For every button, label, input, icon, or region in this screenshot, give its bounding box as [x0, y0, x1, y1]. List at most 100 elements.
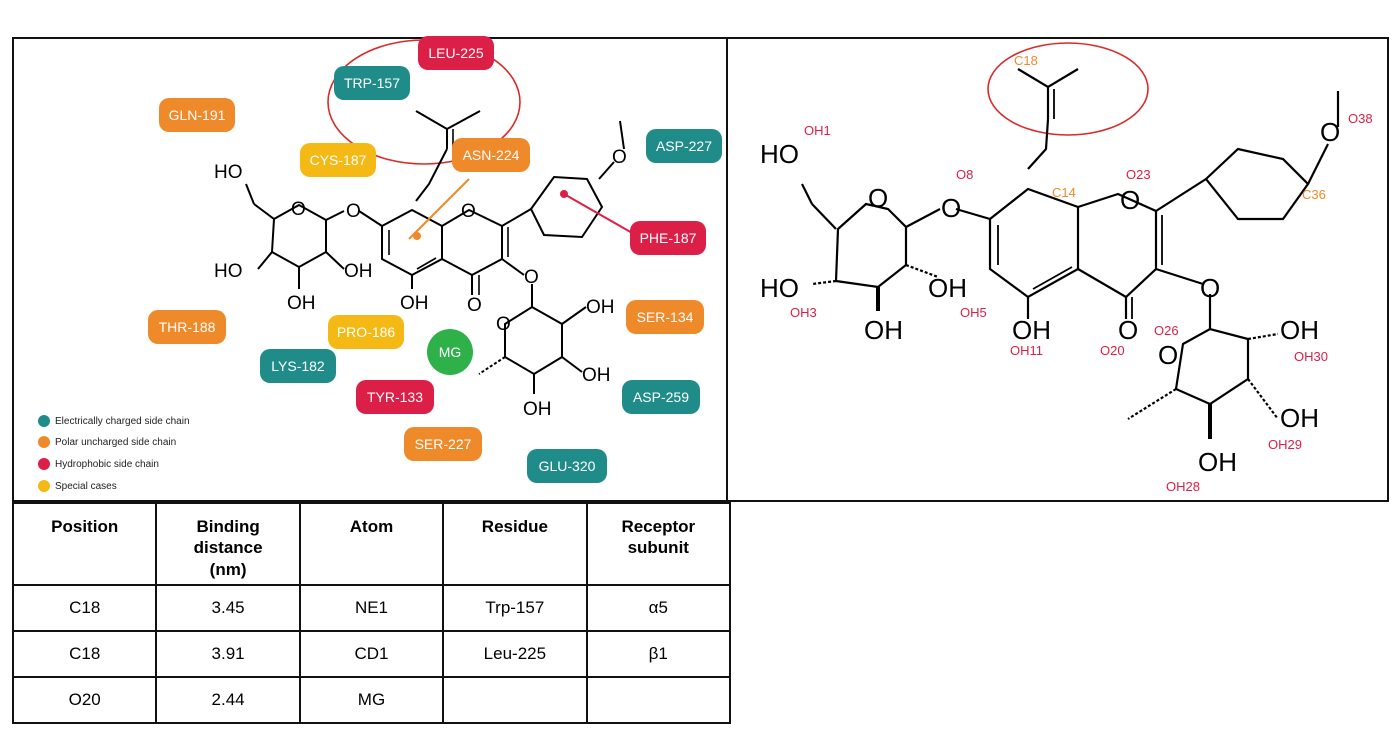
interaction-diagram-panel: HO O O HO OH OH O OH O O O O OH OH OH LE… [12, 36, 728, 502]
atom-glyph-o-keto: O [1118, 315, 1138, 345]
cell-residue: Trp-157 [442, 584, 588, 632]
atom-glyph-o-link2: O [1200, 273, 1220, 303]
table-row: C18 3.45 NE1 Trp-157 α5 [11, 584, 732, 632]
atom-glyph-ho-left: HO [760, 273, 799, 303]
residue-phe-187: PHE-187 [630, 221, 706, 255]
atom-o-rham: O [496, 314, 511, 335]
atom-label-oh3: OH3 [790, 305, 817, 320]
header-position: Position [11, 502, 158, 586]
residue-mg: MG [427, 329, 473, 375]
atom-o-methoxy: O [612, 147, 627, 168]
residue-ser-134: SER-134 [626, 300, 704, 334]
atom-glyph-oh-rham2: OH [1280, 403, 1319, 433]
atom-glyph-ho-top: HO [760, 139, 799, 169]
legend-item-hydrophobic: Hydrophobic side chain [38, 458, 159, 470]
cell-position: C18 [11, 630, 158, 678]
header-atom: Atom [298, 502, 445, 586]
atom-glyph-o-ring: O [868, 183, 888, 213]
legend-label-hydrophobic: Hydrophobic side chain [55, 458, 159, 470]
cell-distance: 3.45 [155, 584, 301, 632]
atom-oh-ring-right: OH [344, 261, 373, 282]
atom-label-oh30: OH30 [1294, 349, 1328, 364]
cell-distance: 3.91 [155, 630, 301, 678]
molecule-structure-right: HO O O O O HO OH OH OH O O O OH OH OH C1… [760, 42, 1373, 494]
atom-glyph-oh-rham3: OH [1198, 447, 1237, 477]
atom-oh-chromone: OH [400, 293, 429, 314]
atom-label-oh11: OH11 [1010, 343, 1043, 358]
binding-table: Position Binding distance (nm) Atom Resi… [11, 502, 732, 724]
atom-label-o8: O8 [956, 167, 973, 182]
legend-label-special: Special cases [55, 480, 117, 492]
atom-label-c14: C14 [1052, 185, 1076, 200]
residue-leu-225: LEU-225 [418, 36, 494, 70]
atom-label-c18: C18 [1014, 53, 1038, 68]
header-residue: Residue [442, 502, 588, 586]
atom-glyph-o-methoxy: O [1320, 117, 1340, 147]
atom-label-oh28: OH28 [1166, 479, 1200, 494]
atom-glyph-oh-ring-right: OH [928, 273, 967, 303]
residue-tyr-133: TYR-133 [356, 380, 434, 414]
atom-label-oh29: OH29 [1268, 437, 1302, 452]
cell-distance: 2.44 [155, 676, 301, 724]
legend-item-charged: Electrically charged side chain [38, 415, 190, 427]
atom-o-link2: O [524, 267, 539, 288]
interaction-point-phe187 [560, 190, 568, 198]
atom-label-o20: O20 [1100, 343, 1125, 358]
interaction-line-phe187 [563, 193, 635, 235]
highlight-ellipse-right [987, 42, 1149, 136]
atom-oh-rham2: OH [582, 365, 611, 386]
legend-dot-special [38, 480, 50, 492]
table-row: C18 3.91 CD1 Leu-225 β1 [11, 630, 732, 678]
cell-atom: MG [298, 676, 445, 724]
header-binding-distance: Binding distance (nm) [155, 502, 301, 586]
legend-dot-polar [38, 436, 50, 448]
atom-o-link: O [346, 201, 361, 222]
residue-asn-224: ASN-224 [452, 138, 530, 172]
cell-residue: Leu-225 [442, 630, 588, 678]
residue-gln-191: GLN-191 [159, 98, 235, 132]
atom-o-ring: O [291, 199, 306, 220]
atom-glyph-oh-ring-bottom: OH [864, 315, 903, 345]
residue-cys-187: CYS-187 [300, 143, 376, 177]
residue-trp-157: TRP-157 [334, 66, 410, 100]
atom-label-o38: O38 [1348, 111, 1373, 126]
atom-ho-top: HO [214, 162, 243, 183]
interaction-line-asn224 [408, 178, 470, 240]
residue-pro-186: PRO-186 [328, 315, 404, 349]
molecule-structure-left: HO O O HO OH OH O OH O O O O OH OH OH [214, 39, 635, 420]
cell-atom: NE1 [298, 584, 445, 632]
legend-label-polar: Polar uncharged side chain [55, 436, 177, 448]
legend-label-charged: Electrically charged side chain [55, 415, 190, 427]
atom-label-o23: O23 [1126, 167, 1151, 182]
atom-glyph-o-rham: O [1158, 340, 1178, 370]
atom-label-c36: C36 [1302, 187, 1326, 202]
residue-thr-188: THR-188 [148, 310, 226, 344]
cell-residue [442, 676, 588, 724]
atom-glyph-o-chromone: O [1120, 185, 1140, 215]
atom-oh-rham3: OH [523, 399, 552, 420]
legend-item-polar: Polar uncharged side chain [38, 436, 176, 448]
atom-glyph-oh-chromone: OH [1012, 315, 1051, 345]
table-row: O20 2.44 MG [11, 676, 732, 724]
legend-dot-charged [38, 415, 50, 427]
cell-position: C18 [11, 584, 158, 632]
cell-subunit [585, 676, 732, 724]
atom-ho-left: HO [214, 261, 243, 282]
atom-glyph-o-link: O [941, 193, 961, 223]
atom-oh-rham1: OH [586, 297, 615, 318]
residue-ser-227: SER-227 [404, 427, 482, 461]
atom-label-panel: HO O O O O HO OH OH OH O O O OH OH OH C1… [728, 37, 1389, 502]
cell-atom: CD1 [298, 630, 445, 678]
table-header-row: Position Binding distance (nm) Atom Resi… [11, 502, 732, 586]
atom-label-oh1: OH1 [804, 123, 831, 138]
cell-subunit: α5 [585, 584, 732, 632]
header-receptor-subunit: Receptor subunit [585, 502, 732, 586]
atom-o-chromone: O [461, 201, 476, 222]
residue-glu-320: GLU-320 [527, 449, 607, 483]
atom-label-oh5: OH5 [960, 305, 987, 320]
atom-glyph-oh-rham1: OH [1280, 315, 1319, 345]
residue-asp-227: ASP-227 [646, 129, 722, 163]
legend-dot-hydrophobic [38, 458, 50, 470]
atom-o-keto: O [467, 295, 482, 316]
residue-lys-182: LYS-182 [260, 349, 336, 383]
